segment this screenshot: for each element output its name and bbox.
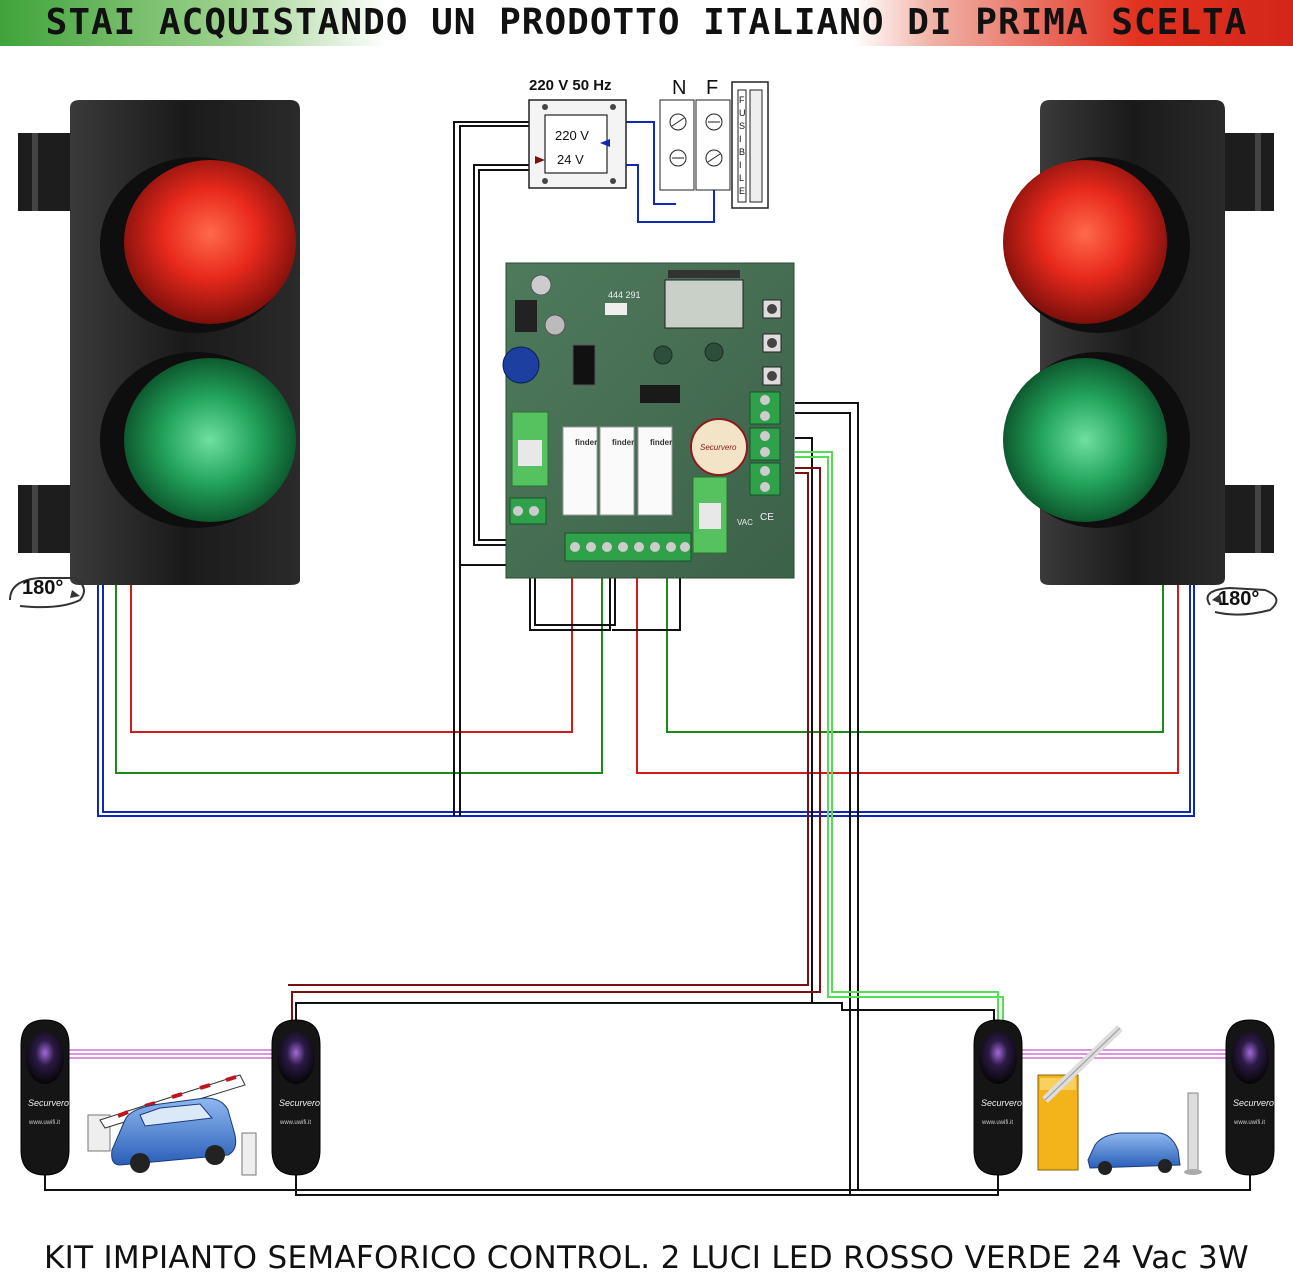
photocell-2: Securvero www.uwifi.it (271, 1019, 321, 1176)
car-barrier-scene-right (1037, 1025, 1202, 1175)
ir-beam-right (1008, 1049, 1240, 1059)
ce-label: CE (760, 512, 774, 523)
wire-photo-black-4 (812, 1002, 995, 1020)
wire-photo-dred (291, 467, 821, 1020)
relay-brand-1: finder (575, 438, 597, 447)
fuse-letter: B (739, 147, 745, 157)
photocell-site: www.uwifi.it (28, 1120, 60, 1126)
relay-1 (562, 426, 598, 516)
wire-left-red (130, 578, 573, 733)
supply-input-label: 220 V (555, 128, 589, 143)
traffic-light-left: 180° (9, 100, 300, 609)
photocell-lens-icon (277, 1032, 315, 1084)
bracket-bottom-right (1222, 485, 1274, 553)
wire-photo-black-2 (795, 412, 851, 1195)
wire-photo-red-2 (288, 472, 809, 986)
fuse-letter: I (739, 134, 742, 144)
wire-left-green (115, 578, 603, 774)
fuse-letter: E (739, 186, 745, 196)
power-supply: 220 V 50 Hz 220 V 24 V (528, 77, 627, 189)
fuse-letter: F (739, 95, 745, 105)
lcd-display (664, 279, 744, 329)
rotation-label-right: 180° (1218, 588, 1259, 610)
wire-photo-black-1 (795, 402, 859, 1190)
red-lamp-icon (1003, 160, 1167, 324)
relay-brand-2: finder (612, 438, 634, 447)
photocell-site: www.uwifi.it (279, 1120, 311, 1126)
fuse-letter: L (739, 173, 744, 183)
bracket-bottom-left (18, 485, 70, 553)
photocell-brand: Securvero (981, 1098, 1022, 1108)
power-supply-title: 220 V 50 Hz (529, 77, 612, 94)
bracket-top-right (1222, 133, 1274, 211)
photocell-site: www.uwifi.it (981, 1120, 1013, 1126)
fuse-letter: U (739, 108, 746, 118)
wire-right-green (666, 578, 1164, 733)
photocell-lens-icon (26, 1032, 64, 1084)
terminal-block: N F (659, 77, 731, 191)
wire-board-bottom-2 (534, 570, 681, 631)
wire-power-black-3 (473, 164, 529, 546)
wire-left-blue (97, 585, 1195, 817)
wire-bottom-bus-1 (44, 1175, 1251, 1191)
photocell-brand: Securvero (28, 1098, 69, 1108)
green-lamp-icon (124, 358, 296, 522)
car-icon (1087, 1132, 1181, 1169)
footer-caption: KIT IMPIANTO SEMAFORICO CONTROL. 2 LUCI … (44, 1240, 1249, 1276)
relay-3 (637, 426, 673, 516)
photocell-1: Securvero www.uwifi.it (20, 1019, 70, 1176)
italian-flag-banner (0, 0, 1293, 46)
rotation-label-left: 180° (22, 577, 63, 599)
fuse-letter: S (739, 121, 745, 131)
car-barrier-scene-left (87, 1074, 257, 1176)
relay-group: finder finder finder (562, 426, 673, 516)
wire-power-black-1 (453, 121, 529, 816)
photocell-3: Securvero www.uwifi.it (973, 1019, 1023, 1176)
wire-photo-lgreen-2 (795, 456, 1004, 1020)
wire-supply-blue-in (626, 121, 676, 205)
wires (44, 121, 1251, 1196)
supply-output-label: 24 V (557, 152, 584, 167)
vac-label: VAC (737, 518, 753, 527)
wire-photo-lgreen-1 (795, 451, 999, 1020)
board-code-label: 444 291 (608, 290, 641, 300)
fuse-letter: I (739, 160, 742, 170)
relay-2 (599, 426, 635, 516)
securvero-seal-icon (690, 418, 748, 476)
photocell-lens-icon (1231, 1032, 1269, 1084)
photocell-brand: Securvero (1233, 1098, 1274, 1108)
ir-beam-left (60, 1049, 290, 1059)
photocell-site: www.uwifi.it (1233, 1120, 1265, 1126)
wire-power-black-2 (459, 125, 529, 816)
photocell-4: Securvero www.uwifi.it (1225, 1019, 1275, 1176)
wire-supply-blue-out (626, 164, 715, 223)
bracket-top-left (18, 133, 70, 211)
terminal-n-label: N (672, 77, 686, 99)
traffic-light-right: 180° (1003, 100, 1278, 616)
photocells: Securvero www.uwifi.it Securvero www.uwifi.… (20, 1019, 1275, 1176)
control-board: 444 291 finder finder finder (502, 262, 795, 579)
relay-brand-3: finder (650, 438, 672, 447)
banner-title: STAI ACQUISTANDO UN PRODOTTO ITALIANO DI… (45, 2, 1248, 43)
wire-left-blue-2 (102, 585, 1191, 813)
wire-right-red (636, 578, 1179, 774)
terminal-f-label: F (706, 77, 718, 99)
photocell-lens-icon (979, 1032, 1017, 1084)
wire-bottom-bus-2 (295, 1175, 999, 1196)
red-lamp-icon (124, 160, 296, 324)
green-lamp-icon (1003, 358, 1167, 522)
wire-power-black-4 (478, 169, 529, 541)
capacitor-icon (502, 346, 540, 384)
seal-text: Securvero (700, 443, 737, 452)
photocell-brand: Securvero (279, 1098, 320, 1108)
